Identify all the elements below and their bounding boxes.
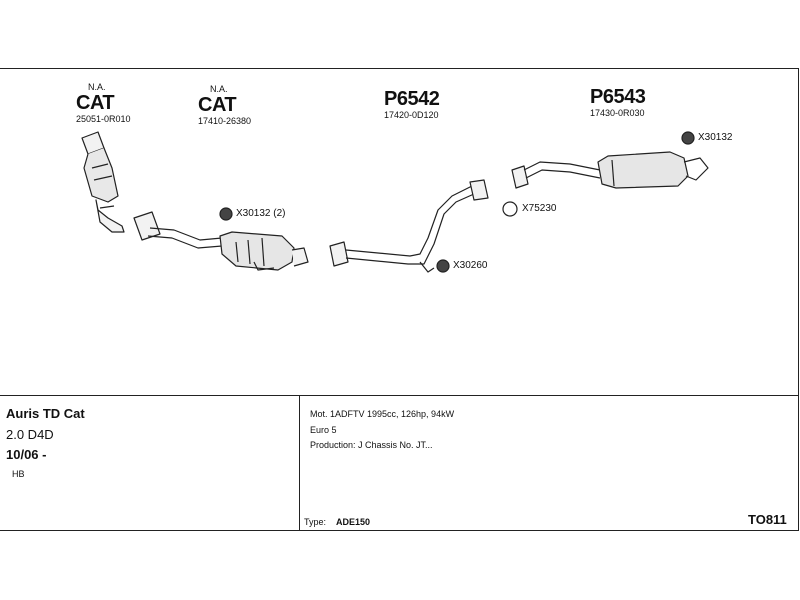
- production-chassis: Production: J Chassis No. JT...: [310, 440, 433, 450]
- ref-x30132-rear: X30132: [698, 132, 733, 143]
- info-divider: [0, 395, 799, 396]
- clamp-icon: [219, 131, 695, 273]
- mid-pipe-drawing: [329, 179, 489, 273]
- body-type: HB: [12, 469, 25, 479]
- ref-x30260: X30260: [453, 260, 488, 271]
- second-catalyst-drawing: [133, 211, 309, 271]
- cat1-label: CAT: [76, 92, 115, 114]
- gasket-ring-icon: [502, 201, 518, 217]
- diagram-code: TO811: [748, 512, 787, 527]
- type-label: Type:: [304, 517, 327, 527]
- mid-pipe-part-number: 17420-0D120: [384, 110, 439, 120]
- front-catalyst-drawing: [81, 131, 125, 233]
- info-column-divider: [299, 396, 300, 531]
- cat1-na-label: N.A.: [88, 82, 106, 92]
- euro-norm: Euro 5: [310, 425, 337, 435]
- ref-x75230: X75230: [522, 203, 557, 214]
- rear-silencer-drawing: [511, 151, 709, 189]
- engine-label: 2.0 D4D: [6, 427, 54, 442]
- cat2-label: CAT: [198, 94, 237, 116]
- production-date: 10/06 -: [6, 447, 47, 462]
- cat2-part-number: 17410-26380: [198, 116, 252, 126]
- diagram-frame: [0, 68, 799, 531]
- rear-silencer-label: P6543: [590, 86, 646, 108]
- type-value: ADE150: [336, 517, 371, 527]
- ref-x30132-cat: X30132 (2): [236, 208, 286, 219]
- cat2-na-label: N.A.: [210, 84, 228, 94]
- model-name: Auris TD Cat: [6, 406, 85, 421]
- cat1-part-number: 25051-0R010: [76, 114, 131, 124]
- rear-silencer-part-number: 17430-0R030: [590, 108, 645, 118]
- mid-pipe-label: P6542: [384, 88, 440, 110]
- motor-spec: Mot. 1ADFTV 1995cc, 126hp, 94kW: [310, 409, 455, 419]
